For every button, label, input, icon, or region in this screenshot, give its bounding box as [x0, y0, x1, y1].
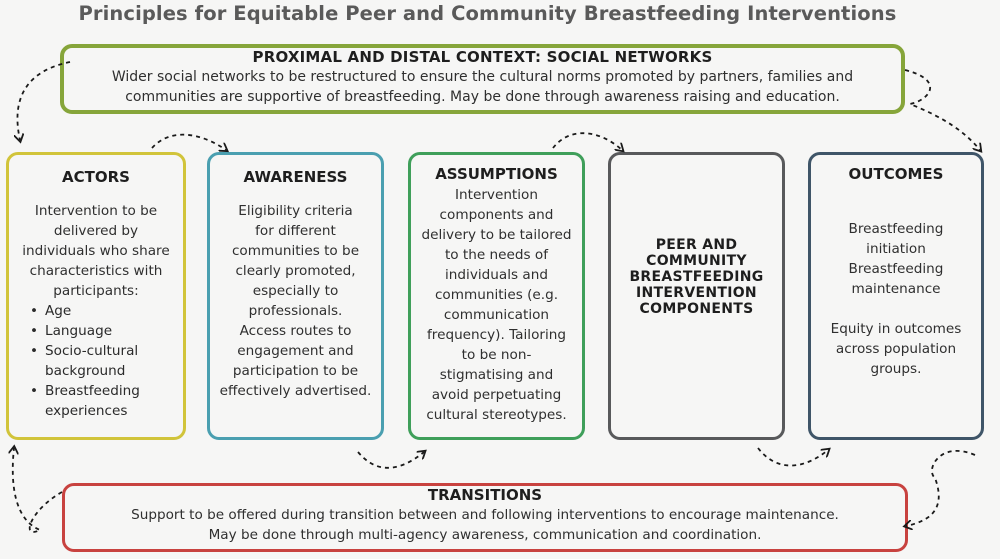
actors-intro-line: delivered by	[53, 223, 139, 239]
arrow-peer-to-outcomes	[757, 447, 828, 467]
outcomes-line: Breastfeeding	[848, 261, 944, 277]
arrow-actors-to-awareness	[151, 133, 226, 150]
actors-item-part: experiences	[45, 403, 128, 419]
actors-list-item: Language	[30, 321, 183, 341]
actors-intro-line: individuals who share	[22, 243, 170, 259]
assumptions-text: Intervention components and delivery to …	[411, 185, 582, 425]
awareness-line: for different	[255, 223, 336, 239]
actors-list: Age Language Socio-cultural background Br…	[9, 301, 183, 421]
assumptions-line: individuals and	[445, 267, 548, 283]
context-line-2: communities are supportive of breastfeed…	[125, 89, 840, 105]
awareness-line: participation to be	[232, 363, 359, 379]
awareness-line: Access routes to	[239, 323, 352, 339]
actors-item-part: Socio-cultural	[45, 343, 139, 359]
assumptions-line: stigmatising and	[439, 367, 554, 383]
awareness-line: communities to be	[231, 243, 360, 259]
arrow-outcomes-to-transitions	[906, 449, 976, 526]
arrow-awareness-to-assumptions	[357, 452, 424, 469]
actors-list-item: Breastfeeding experiences	[30, 381, 183, 421]
actors-intro-line: characteristics with	[29, 263, 163, 279]
assumptions-line: communities (e.g.	[434, 287, 559, 303]
actors-list-item: Socio-cultural background	[30, 341, 183, 381]
outcomes-line: maintenance	[851, 281, 941, 297]
awareness-text: Eligibility criteria for different commu…	[210, 201, 381, 401]
arrow-context-to-outcomes	[904, 69, 980, 150]
peer-heading-line: COMMUNITY	[646, 253, 747, 269]
transitions-heading: TRANSITIONS	[427, 486, 543, 504]
assumptions-line: delivery to be tailored	[421, 227, 572, 243]
actors-item-part: Breastfeeding	[45, 383, 140, 399]
actors-item-part: background	[45, 363, 126, 379]
peer-components-box: PEER AND COMMUNITY BREASTFEEDING INTERVE…	[608, 152, 785, 440]
peer-heading-line: BREASTFEEDING	[629, 269, 764, 285]
awareness-line: Eligibility criteria	[238, 203, 353, 219]
actors-intro-line: Intervention to be	[34, 203, 158, 219]
arrow-assumptions-to-peer	[552, 132, 622, 150]
assumptions-line: frequency). Tailoring	[427, 327, 566, 343]
context-text: Wider social networks to be restructured…	[64, 67, 901, 107]
awareness-box: AWARENESS Eligibility criteria for diffe…	[207, 152, 384, 440]
context-heading: PROXIMAL AND DISTAL CONTEXT: SOCIAL NETW…	[252, 48, 713, 66]
awareness-line: especially to	[252, 283, 339, 299]
actors-intro-line: participants:	[53, 283, 139, 299]
outcomes-line: Equity in outcomes	[830, 321, 962, 337]
assumptions-line: Intervention	[455, 187, 538, 203]
outcomes-box: OUTCOMES Breastfeeding initiation Breast…	[808, 152, 984, 440]
assumptions-line: avoid perpetuating	[431, 387, 562, 403]
transitions-line-2: May be done through multi-agency awarene…	[208, 527, 762, 543]
awareness-line: professionals.	[248, 303, 343, 319]
actors-box: ACTORS Intervention to be delivered by i…	[6, 152, 186, 440]
actors-heading: ACTORS	[62, 168, 130, 186]
awareness-heading: AWARENESS	[243, 168, 348, 186]
assumptions-line: communication	[443, 307, 550, 323]
assumptions-line: to be non-	[461, 347, 532, 363]
awareness-line: clearly promoted,	[235, 263, 356, 279]
awareness-line: effectively advertised.	[219, 383, 372, 399]
transitions-line-1: Support to be offered during transition …	[131, 507, 839, 523]
arrow-transitions-to-actors	[13, 448, 63, 533]
outcomes-line: initiation	[866, 241, 926, 257]
assumptions-box: ASSUMPTIONS Intervention components and …	[408, 152, 585, 440]
assumptions-line: to the needs of	[444, 247, 549, 263]
assumptions-heading: ASSUMPTIONS	[435, 165, 558, 183]
outcomes-line: Breastfeeding	[848, 221, 944, 237]
peer-components-heading: PEER AND COMMUNITY BREASTFEEDING INTERVE…	[611, 237, 782, 317]
assumptions-line: components and	[439, 207, 554, 223]
peer-heading-line: COMPONENTS	[639, 301, 754, 317]
context-box: PROXIMAL AND DISTAL CONTEXT: SOCIAL NETW…	[60, 44, 905, 114]
actors-text: Intervention to be delivered by individu…	[9, 201, 183, 301]
outcomes-heading: OUTCOMES	[848, 165, 944, 183]
assumptions-line: cultural stereotypes.	[426, 407, 567, 423]
outcomes-text: Breastfeeding initiation Breastfeeding m…	[811, 219, 981, 379]
awareness-line: engagement and	[237, 343, 354, 359]
outcomes-spacer	[821, 299, 971, 319]
context-line-1: Wider social networks to be restructured…	[111, 69, 854, 85]
outcomes-line: groups.	[870, 361, 922, 377]
transitions-text: Support to be offered during transition …	[65, 505, 905, 545]
diagram-title: Principles for Equitable Peer and Commun…	[78, 2, 897, 25]
outcomes-line: across population	[835, 341, 957, 357]
transitions-box: TRANSITIONS Support to be offered during…	[62, 483, 908, 552]
peer-heading-line: INTERVENTION	[636, 285, 757, 301]
actors-list-item: Age	[30, 301, 183, 321]
peer-heading-line: PEER AND	[655, 237, 738, 253]
